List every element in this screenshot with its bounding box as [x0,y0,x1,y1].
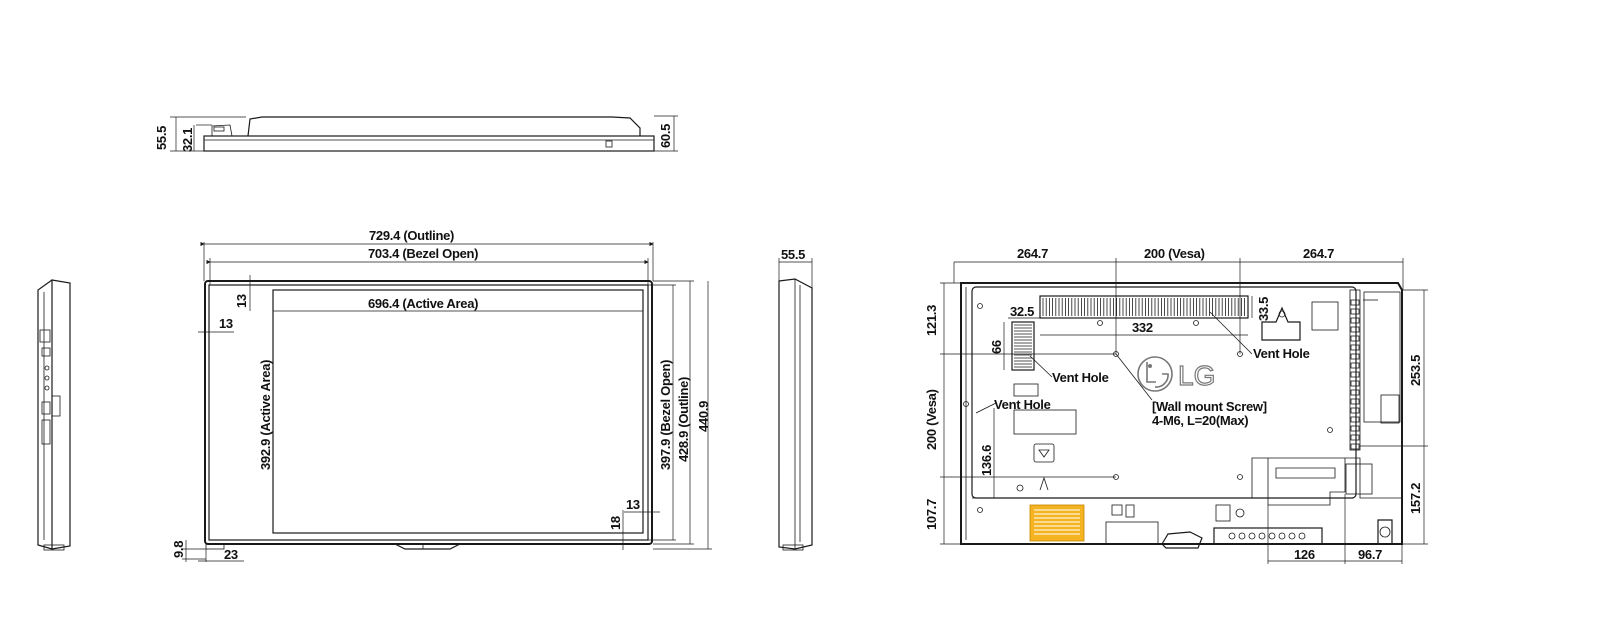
connector-port [1350,443,1360,450]
front-active-area [272,289,644,534]
dim-side-depth: 55.5 [781,247,805,262]
connector-port [1350,344,1360,351]
front-bezel-open [208,284,649,541]
dim-32-1-top: 32.1 [180,128,195,152]
connector-port [1350,425,1360,432]
connector-port [1350,380,1360,387]
dim-rear-253-5: 253.5 [1408,355,1423,386]
mount-hole [1237,474,1243,480]
dim-total-height: 440.9 [696,401,711,432]
label-vent-hole-right: Vent Hole [1253,346,1310,361]
connector-port [1350,299,1360,306]
label-wall-mount-1: [Wall mount Screw] [1152,399,1267,414]
connector-port [1350,371,1360,378]
mount-hole [977,507,983,513]
dim-55-5-top: 55.5 [154,126,169,150]
mount-hole [1097,320,1103,326]
top-view-body [203,135,655,152]
dim-rear-vesa-h: 200 (Vesa) [1144,246,1205,261]
dim-rear-33-5: 33.5 [1256,297,1271,321]
dim-rear-136-6: 136.6 [979,445,994,476]
mount-hole [963,401,969,407]
connector-port [1350,317,1360,324]
dim-23: 23 [224,547,238,562]
connector-port [1350,335,1360,342]
dim-bezel-height: 397.9 (Bezel Open) [658,360,673,470]
dim-13-right: 13 [626,497,640,512]
mount-hole [977,303,983,309]
front-view: 729.4 (Outline) 703.4 (Bezel Open) 696.4… [171,228,712,562]
port-jack [1228,532,1236,540]
mount-hole [1193,320,1199,326]
label-vent-hole-side: Vent Hole [994,397,1051,412]
rear-warning-label [1029,504,1085,542]
dim-active-height: 392.9 (Active Area) [258,360,273,470]
dim-rear-264-7-left: 264.7 [1017,246,1048,261]
dim-9-8: 9.8 [171,541,186,558]
port-jack [1258,532,1266,540]
top-view-rear-bulge [247,116,641,137]
connector-port [1350,308,1360,315]
label-vent-hole-left: Vent Hole [1052,370,1109,385]
rear-vent-left [1011,321,1035,371]
lg-logo: LG [1137,356,1216,392]
connector-port [1350,326,1360,333]
dim-rear-96-7: 96.7 [1358,547,1382,562]
port-jack [1238,532,1246,540]
connector-port [1350,416,1360,423]
dim-rear-107-7: 107.7 [924,499,939,530]
connector-port [1350,389,1360,396]
port-jack [1278,532,1286,540]
rear-outline [960,282,1403,545]
right-side-view: 55.5 [778,247,813,551]
front-outline [204,280,653,545]
rear-view: LG Vent Hole Vent Hole Vent Hole [Wall m… [924,246,1428,564]
connector-port [1350,362,1360,369]
dim-outline-width: 729.4 (Outline) [369,228,454,243]
dim-rear-66: 66 [989,340,1004,354]
dim-13-top: 13 [234,294,249,308]
dim-active-width: 696.4 (Active Area) [368,296,478,311]
dim-60-5-top: 60.5 [658,124,673,148]
left-side-view [37,279,71,551]
dim-rear-121-3: 121.3 [924,305,939,336]
lg-logo-text: LG [1178,360,1215,391]
dim-18-bottom: 18 [608,516,623,530]
connector-port [1350,407,1360,414]
connector-port [1350,398,1360,405]
dim-rear-126: 126 [1294,547,1315,562]
rear-vent-top [1039,295,1249,319]
port-jack [1268,532,1276,540]
dim-outline-height: 428.9 (Outline) [676,377,691,462]
dim-rear-157-2: 157.2 [1408,483,1423,514]
connector-port [1350,434,1360,441]
mount-hole [1327,427,1333,433]
top-view: 55.5 32.1 60.5 [154,115,678,152]
port-jack [1288,532,1296,540]
dim-rear-vesa-v: 200 (Vesa) [924,389,939,450]
dim-13-left: 13 [219,316,233,331]
dim-bezel-width: 703.4 (Bezel Open) [368,246,478,261]
dim-rear-32-5: 32.5 [1010,304,1034,319]
connector-port [1350,353,1360,360]
label-wall-mount-2: 4-M6, L=20(Max) [1152,413,1248,428]
port-jack [1298,532,1306,540]
dim-rear-332: 332 [1132,320,1153,335]
port-jack [1248,532,1256,540]
dim-rear-264-7-right: 264.7 [1303,246,1334,261]
